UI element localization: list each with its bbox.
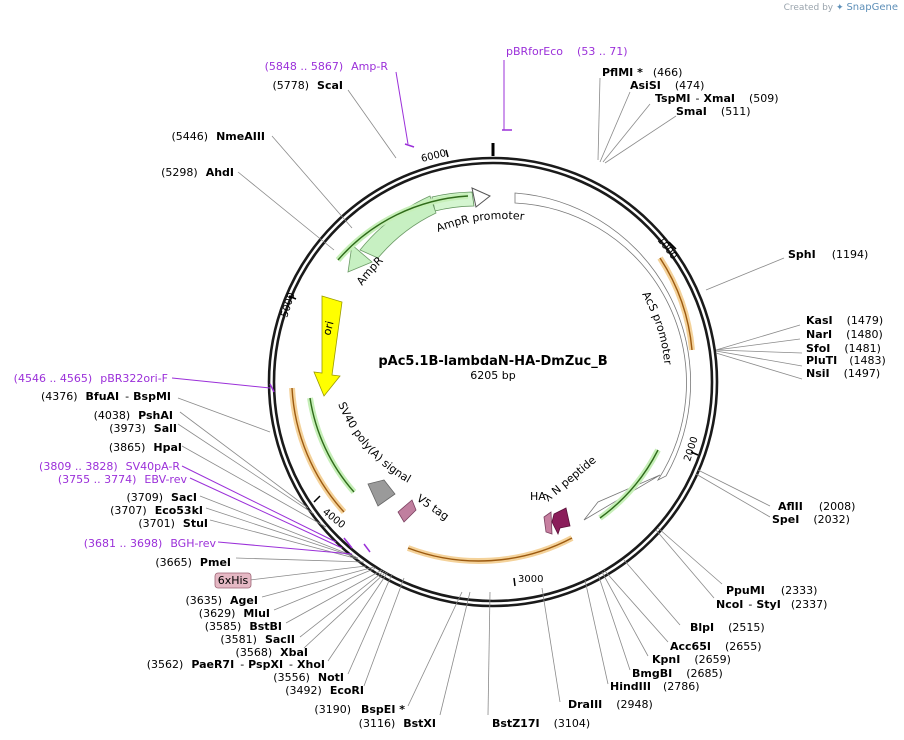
his-tag-leader bbox=[249, 565, 367, 581]
feature-label-ori: ori bbox=[320, 320, 336, 337]
acs-promoter-bar bbox=[514, 192, 691, 482]
ha-tag-icon bbox=[543, 511, 553, 535]
orf-arc-green-1-line bbox=[337, 195, 469, 261]
orf-arc-green-2-line bbox=[599, 449, 659, 519]
site-sphi: SphI(1194) bbox=[788, 248, 868, 261]
tick-marks bbox=[288, 149, 699, 587]
site-ahdi: (5298)AhdI bbox=[161, 166, 234, 179]
site-nsii: NsiI(1497) bbox=[806, 367, 880, 380]
tick-label-5000: 5000 bbox=[279, 291, 297, 319]
primer-sv40pa-r: (3809 .. 3828)SV40pA-R bbox=[39, 460, 180, 473]
site-mlui: (3629)MluI bbox=[199, 607, 270, 620]
site-hpai: (3865)HpaI bbox=[109, 441, 182, 454]
site-aflii: AflII(2008) bbox=[778, 500, 855, 513]
lambda-n-peptide-icon bbox=[551, 507, 571, 536]
ampr-promoter-arrow-icon bbox=[471, 187, 491, 208]
credit-brand: SnapGene bbox=[846, 2, 898, 13]
site-kasi: KasI(1479) bbox=[806, 314, 883, 327]
site-pshai: (4038)PshAI bbox=[94, 409, 173, 422]
his-tag-box bbox=[214, 572, 252, 589]
feature-label-sv40: SV40 poly(A) signal bbox=[335, 400, 413, 486]
orf-arc-orange-2-line bbox=[407, 537, 573, 562]
site-stui: (3701)StuI bbox=[138, 517, 208, 530]
primer-bgh-rev: (3681 .. 3698)BGH-rev bbox=[84, 537, 217, 550]
site-ppumi: PpuMI(2333) bbox=[726, 584, 817, 597]
v5-tag-icon bbox=[397, 499, 417, 523]
ori-arrow-icon bbox=[313, 295, 343, 397]
his-tag-label: 6xHis bbox=[218, 574, 249, 587]
snapgene-logo-icon: ✦ bbox=[836, 3, 844, 13]
primer-pbr322ori-f: (4546 .. 4565)pBR322ori-F bbox=[14, 372, 168, 385]
site-noti: (3556)NotI bbox=[273, 671, 344, 684]
site-leaders bbox=[177, 77, 803, 716]
feature-label-ampr-promoter: AmpR promoter bbox=[434, 209, 525, 235]
orf-arc-orange-1-line bbox=[659, 257, 693, 351]
site-pluti: PluTI(1483) bbox=[806, 354, 886, 367]
ampr-arrow-icon bbox=[347, 244, 373, 273]
site-ncoi-styi: NcoI-StyI(2337) bbox=[716, 598, 827, 611]
site-asisi: AsiSI(474) bbox=[630, 79, 704, 92]
site-pmei: (3665)PmeI bbox=[155, 556, 231, 569]
primer-pbrforeco: pBRforEco(53 .. 71) bbox=[506, 45, 628, 58]
orf-arc-orange-3-line bbox=[291, 387, 345, 513]
site-sacii: (3581)SacII bbox=[220, 633, 295, 646]
site-paer7i-pspxi-xhoi: (3562)PaeR7I-PspXI-XhoI bbox=[147, 658, 325, 671]
primer-amp-r: (5848 .. 5867)Amp-R bbox=[265, 60, 389, 73]
site-agei: (3635)AgeI bbox=[185, 594, 258, 607]
site-kpni: KpnI(2659) bbox=[652, 653, 731, 666]
orf-arc-green-3-line bbox=[309, 397, 355, 493]
site-bstxi: (3116)BstXI bbox=[359, 717, 436, 730]
feature-label-v5-tag: V5 tag bbox=[414, 492, 451, 523]
orf-arc-green-2 bbox=[598, 448, 661, 521]
site-nmeaiii: (5446)NmeAIII bbox=[172, 130, 266, 143]
primer-ebv-rev: (3755 .. 3774)EBV-rev bbox=[58, 473, 188, 486]
site-pflmi: PflMI *(466) bbox=[602, 66, 682, 79]
plasmid-length: 6205 bp bbox=[470, 369, 515, 382]
backbone-inner bbox=[272, 161, 714, 603]
site-hindiii: HindIII(2786) bbox=[610, 680, 700, 693]
feature-label-lambda-n: λ N peptide bbox=[542, 453, 599, 504]
site-sali: (3973)SalI bbox=[109, 422, 177, 435]
site-bfuai-bspmi: (4376)BfuAI-BspMI bbox=[41, 390, 171, 403]
site-spei: SpeI(2032) bbox=[772, 513, 850, 526]
credit-prefix: Created by bbox=[783, 3, 834, 13]
site-acc65i: Acc65I(2655) bbox=[670, 640, 762, 653]
site-bstbi: (3585)BstBI bbox=[205, 620, 282, 633]
backbone-outer bbox=[267, 156, 719, 608]
site-ecori: (3492)EcoRI bbox=[285, 684, 364, 697]
site-nari: NarI(1480) bbox=[806, 328, 883, 341]
plasmid-name: pAc5.1B-lambdaN-HA-DmZuc_B bbox=[378, 354, 607, 369]
site-bstz17i: BstZ17I(3104) bbox=[492, 717, 590, 730]
sv40-polya-box bbox=[367, 479, 396, 507]
site-saci: (3709)SacI bbox=[126, 491, 197, 504]
site-bmgbi: BmgBI(2685) bbox=[632, 667, 723, 680]
site-xbai: (3568)XbaI bbox=[236, 646, 308, 659]
site-sfoi: SfoI(1481) bbox=[806, 342, 881, 355]
site-blpi: BlpI(2515) bbox=[690, 621, 765, 634]
feature-label-ha: HA bbox=[530, 490, 546, 503]
site-eco53ki: (3707)Eco53kI bbox=[110, 504, 203, 517]
snapgene-credit: Created by ✦ SnapGene bbox=[784, 2, 898, 13]
site-scai: (5778)ScaI bbox=[272, 79, 343, 92]
tick-label-3000: 3000 bbox=[518, 574, 543, 585]
primer-leaders bbox=[171, 60, 512, 555]
site-draiii: DraIII(2948) bbox=[568, 698, 653, 711]
site-tspmi-xmai: TspMI-XmaI(509) bbox=[655, 92, 779, 105]
site-smai: SmaI(511) bbox=[676, 105, 751, 118]
site-bspei: (3190)BspEI * bbox=[314, 703, 405, 716]
